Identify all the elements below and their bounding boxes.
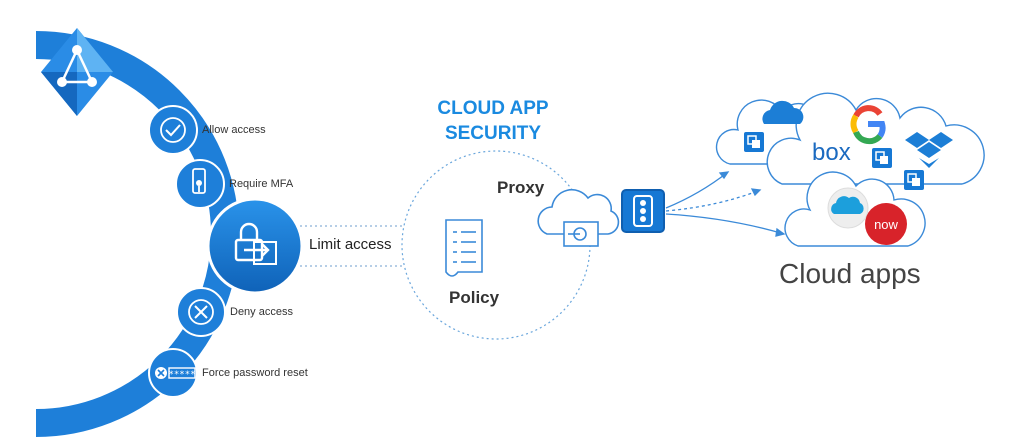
- checkmark-icon: [148, 105, 198, 155]
- require-mfa-label: Require MFA: [229, 178, 294, 190]
- cloud-app-security-title: CLOUD APP SECURITY: [418, 96, 568, 146]
- proxy-label: Proxy: [497, 178, 545, 197]
- app-tile-icon: [872, 148, 892, 168]
- cloud-app-security-circle: [401, 150, 591, 340]
- cloud-apps-label: Cloud apps: [779, 258, 921, 289]
- box-icon: box: [812, 139, 851, 166]
- salesforce-icon: [827, 187, 869, 229]
- policy-label: Policy: [449, 288, 500, 307]
- proxy-cloud-icon: [537, 188, 620, 247]
- servicenow-icon: now: [865, 203, 907, 245]
- x-circle-icon: [176, 287, 226, 337]
- svg-text:now: now: [874, 217, 898, 232]
- svg-text:*****: *****: [168, 370, 195, 380]
- routing-arrows: [665, 171, 786, 237]
- cloud-app-security-title-line2: SECURITY: [444, 123, 542, 144]
- policy-document-icon: [445, 219, 483, 277]
- phone-key-icon: [175, 159, 225, 209]
- limit-access-label: Limit access: [309, 236, 392, 253]
- lock-arrow-icon: [206, 197, 304, 295]
- app-tile-icon: [744, 132, 764, 152]
- deny-access-label: Deny access: [230, 306, 293, 318]
- cloud-app-security-title-line1: CLOUD APP: [437, 98, 549, 119]
- app-tile-icon: [904, 170, 924, 190]
- onedrive-icon: [762, 100, 804, 124]
- azure-ad-logo-icon: [41, 28, 113, 116]
- dropbox-icon: [905, 132, 953, 168]
- google-icon: [850, 105, 886, 145]
- traffic-light-icon: [621, 189, 665, 233]
- password-reset-icon: *****: [148, 348, 198, 398]
- force-password-reset-label: Force password reset: [202, 367, 308, 379]
- allow-access-label: Allow access: [202, 124, 266, 136]
